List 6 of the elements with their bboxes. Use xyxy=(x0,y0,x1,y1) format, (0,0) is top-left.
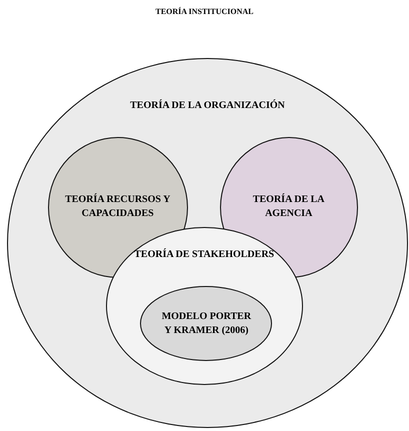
node-label: TEORÍA DE LA ORGANIZACIÓN xyxy=(129,99,286,113)
node-label: TEORÍA DE STAKEHOLDERS xyxy=(134,248,274,262)
node-label: TEORÍA RECURSOS Y CAPACIDADES xyxy=(64,193,172,222)
diagram-title: TEORÍA INSTITUCIONAL xyxy=(154,7,255,16)
node-label: TEORÍA DE LA AGENCIA xyxy=(252,193,326,222)
node-label: MODELO PORTER Y KRAMER (2006) xyxy=(161,310,252,338)
